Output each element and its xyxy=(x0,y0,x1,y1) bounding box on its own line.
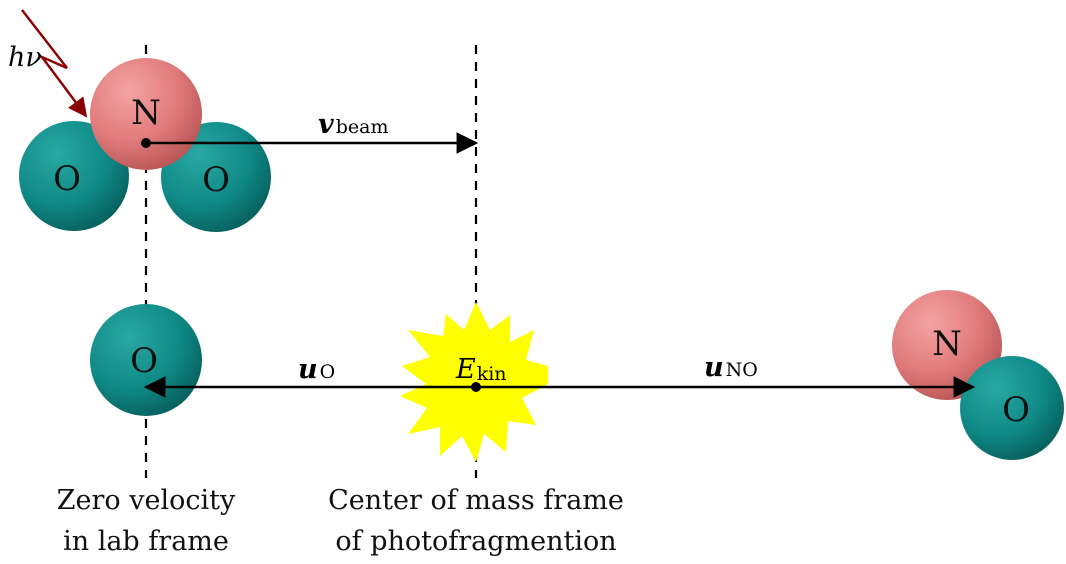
cm-origin-dot xyxy=(471,382,481,392)
oxygen-fragment: O xyxy=(90,304,202,416)
kinetic-energy-symbol: E xyxy=(455,354,476,385)
beam-origin-dot xyxy=(141,138,151,148)
oxygen-atom-top-left xyxy=(19,121,129,231)
kinetic-energy-label: Ekin xyxy=(455,354,507,385)
lab-frame-caption-line1: Zero velocity xyxy=(57,485,236,516)
oxygen-atom-fragment-no xyxy=(960,356,1064,460)
photon-label: hν xyxy=(8,42,42,73)
oxygen-velocity-subscript: O xyxy=(320,361,336,383)
no-fragment: N O xyxy=(892,290,1064,460)
lab-frame-caption-line2: in lab frame xyxy=(63,526,229,557)
oxygen-atom-label: O xyxy=(1002,390,1030,430)
nitrogen-atom-label: N xyxy=(131,93,161,133)
photon-arrow xyxy=(21,9,88,118)
kinetic-energy-burst xyxy=(400,302,548,462)
no2-molecule: O O N xyxy=(19,58,271,232)
oxygen-atom-label: O xyxy=(202,160,230,200)
kinetic-energy-subscript: kin xyxy=(477,363,507,385)
beam-velocity-subscript: beam xyxy=(336,116,389,138)
oxygen-atom-label: O xyxy=(130,341,158,381)
beam-velocity-symbol: v xyxy=(318,109,334,140)
no-velocity-subscript: NO xyxy=(726,359,758,381)
oxygen-velocity-symbol: u xyxy=(298,354,318,385)
nitrogen-atom-label: N xyxy=(932,324,962,364)
cm-frame-caption-line1: Center of mass frame xyxy=(328,485,624,516)
oxygen-atom-label: O xyxy=(53,159,81,199)
cm-frame-caption-line2: of photofragmention xyxy=(335,526,616,557)
no-velocity-symbol: u xyxy=(704,352,724,383)
